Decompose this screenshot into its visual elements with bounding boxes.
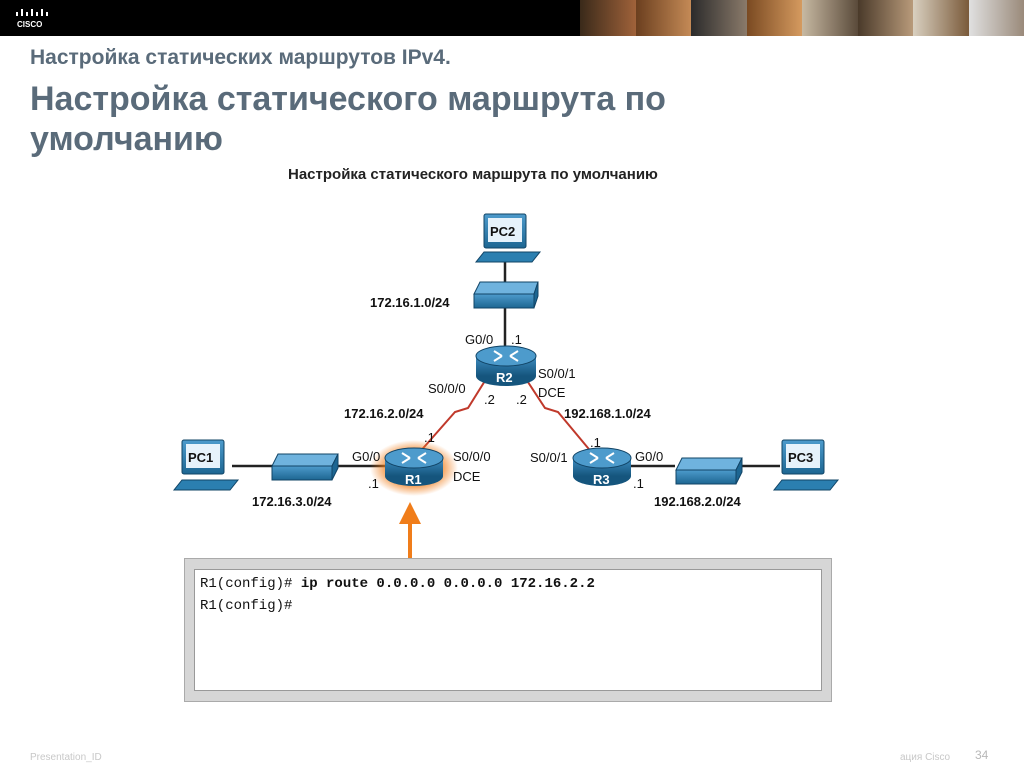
network-lan-r2: 172.16.1.0/24 — [370, 295, 450, 310]
r2-s000-label: S0/0/0 — [428, 381, 466, 396]
photo — [857, 0, 913, 36]
wan-link-r1-r2 — [417, 375, 489, 455]
photo — [802, 0, 858, 36]
cli-prompt: R1(config)# — [200, 598, 293, 614]
cli-output: R1(config)# ip route 0.0.0.0 0.0.0.0 172… — [194, 569, 822, 691]
router-r3-icon — [572, 447, 632, 486]
photo — [580, 0, 636, 36]
r2-s001-label: S0/0/1 — [538, 366, 576, 381]
wan-link-r2-r3 — [523, 375, 594, 455]
r2-label: R2 — [496, 370, 513, 385]
switch-r1-lan-icon — [271, 453, 339, 481]
footer-copyright: ация Cisco — [900, 752, 951, 763]
router-r2-icon — [475, 345, 537, 386]
r3-g00-label: G0/0 — [635, 449, 663, 464]
footer-presentation-id: Presentation_ID — [30, 752, 102, 763]
pc1-label: PC1 — [188, 450, 213, 465]
photo — [746, 0, 802, 36]
cisco-logo: CISCO — [16, 9, 48, 29]
slide-subtitle: Настройка статических маршрутов IPv4. — [30, 46, 451, 69]
pc2-label: PC2 — [490, 224, 515, 239]
cli-command: ip route 0.0.0.0 0.0.0.0 172.16.2.2 — [292, 576, 595, 592]
switch-r3-lan-icon — [675, 457, 743, 485]
cli-console: R1(config)# ip route 0.0.0.0 0.0.0.0 172… — [184, 558, 832, 702]
r1-g00-label: G0/0 — [352, 449, 380, 464]
router-r1-icon — [384, 447, 444, 486]
r2-s000-ip: .2 — [484, 392, 495, 407]
r2-s001-dce: DCE — [538, 385, 566, 400]
network-lan-r1: 172.16.3.0/24 — [252, 494, 332, 509]
photo — [913, 0, 969, 36]
pc2-icon — [474, 213, 542, 263]
pc3-label: PC3 — [788, 450, 813, 465]
pc3-icon — [772, 439, 840, 491]
svg-text:CISCO: CISCO — [17, 20, 42, 29]
r2-s001-ip: .2 — [516, 392, 527, 407]
r1-g00-ip: .1 — [368, 476, 379, 491]
r3-label: R3 — [593, 472, 610, 487]
page-number: 34 — [975, 748, 989, 762]
pc1-icon — [172, 439, 240, 491]
cli-prompt: R1(config)# — [200, 576, 293, 592]
r2-g00-ip: .1 — [511, 332, 522, 347]
r2-g00-label: G0/0 — [465, 332, 493, 347]
cli-line: R1(config)# — [200, 598, 292, 614]
top-banner: CISCO — [0, 0, 1024, 36]
photo — [635, 0, 691, 36]
cli-line: R1(config)# ip route 0.0.0.0 0.0.0.0 172… — [200, 576, 595, 592]
r1-s000-label: S0/0/0 — [453, 449, 491, 464]
switch-r2-lan-icon — [473, 281, 539, 309]
diagram-heading: Настройка статического маршрута по умолч… — [288, 166, 658, 183]
r1-s000-ip: .1 — [424, 430, 435, 445]
r3-s001-label: S0/0/1 — [530, 450, 568, 465]
photo — [968, 0, 1024, 36]
slide-title: Настройка статического маршрута по умолч… — [30, 80, 666, 158]
arrow-head-icon — [399, 502, 421, 524]
people-photo-strip — [580, 0, 1024, 36]
r3-s001-ip: .1 — [590, 435, 601, 450]
r1-s000-dce: DCE — [453, 469, 481, 484]
network-wan-r1-r2: 172.16.2.0/24 — [344, 406, 424, 421]
photo — [691, 0, 747, 36]
network-lan-r3: 192.168.2.0/24 — [654, 494, 742, 509]
r1-label: R1 — [405, 472, 422, 487]
network-wan-r2-r3: 192.168.1.0/24 — [564, 406, 652, 421]
r3-g00-ip: .1 — [633, 476, 644, 491]
